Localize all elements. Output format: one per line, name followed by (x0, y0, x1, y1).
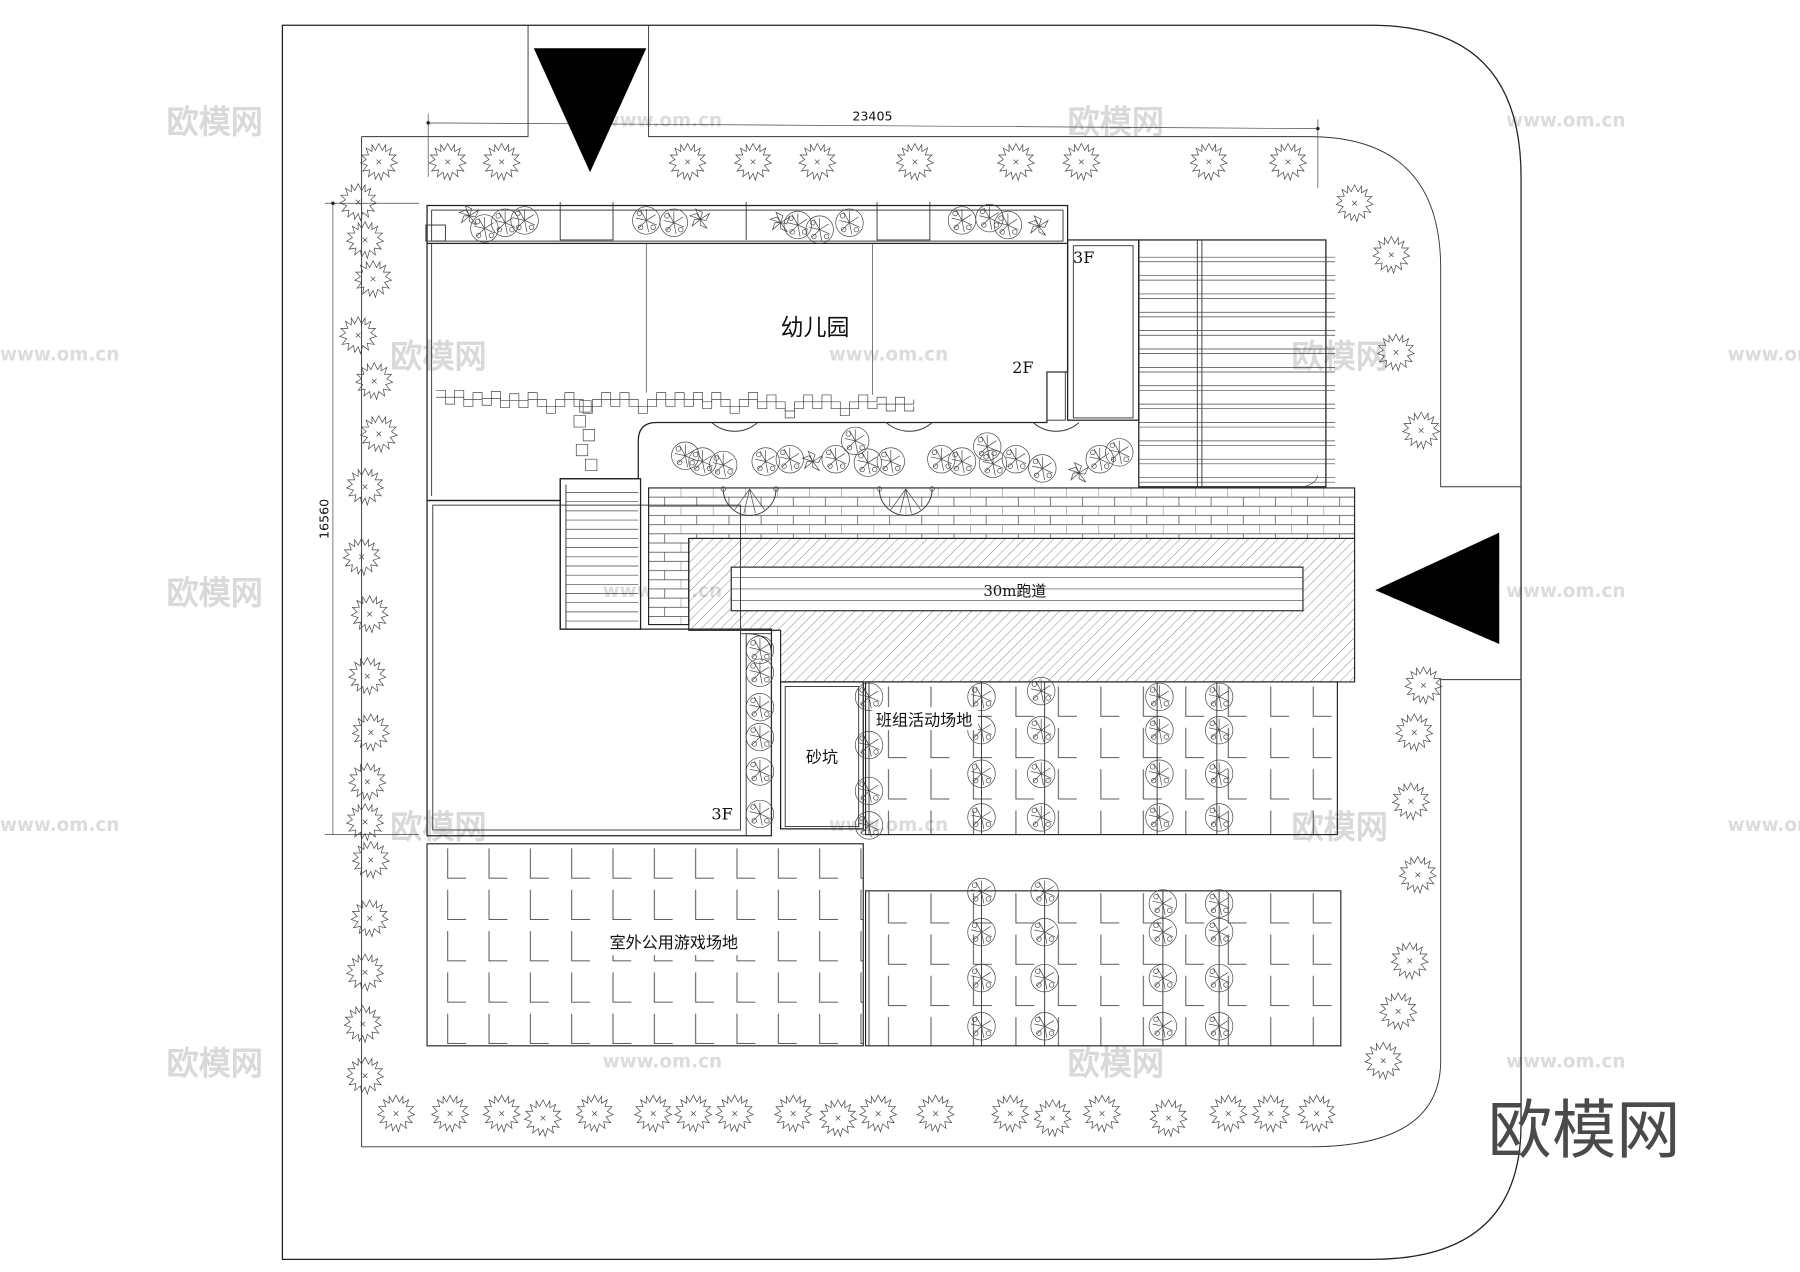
public-play-label: 室外公用游戏场地 (610, 933, 739, 952)
floor-label-3f-north: 3F (1073, 248, 1094, 267)
watermark-url: www.om.cn (603, 1052, 722, 1073)
courtyard-planter (671, 422, 1134, 483)
watermark-brand: 欧模网 (166, 574, 262, 612)
width-dimension-label: 23405 (852, 109, 892, 124)
watermark-brand: 欧模网 (1291, 337, 1387, 375)
watermark-url: www.om.cn (603, 110, 722, 131)
building-title: 幼儿园 (781, 315, 850, 341)
watermark-url: www.om.cn (0, 344, 119, 365)
west-wing-building: 3F (426, 499, 775, 837)
watermark-brand: 欧模网 (1068, 1045, 1164, 1083)
west-stair (559, 478, 642, 630)
floor-label-3f-west: 3F (711, 805, 732, 824)
east-stair-tower: 3F (1066, 239, 1140, 421)
watermark-url: www.om.cn (0, 815, 119, 836)
east-entrance-arrow-icon (1375, 532, 1500, 645)
watermark-url: www.om.cn (829, 344, 948, 365)
class-activity-area: 班组活动场地 (854, 676, 1342, 1047)
watermark-url: www.om.cn (1728, 344, 1800, 365)
watermark-brand: 欧模网 (166, 1045, 262, 1083)
pergola-structure (1138, 239, 1336, 488)
public-play-area: 室外公用游戏场地 (426, 843, 864, 1047)
floor-label-2f: 2F (1012, 358, 1033, 377)
site-boundary (281, 24, 1522, 1260)
watermark-layer: 欧模网 www.om.cn 欧模网 www.om.cn www.om.cn 欧模… (0, 103, 1800, 1082)
watermark-brand: 欧模网 (390, 337, 486, 375)
watermark-url: www.om.cn (1506, 581, 1625, 602)
class-activity-label: 班组活动场地 (876, 711, 972, 730)
sand-pit-label: 砂坑 (806, 747, 838, 766)
watermark-brand: 欧模网 (1068, 103, 1164, 141)
height-dimension-label: 16560 (316, 499, 331, 539)
watermark-url: www.om.cn (1728, 815, 1800, 836)
sand-pit: 砂坑 (779, 681, 864, 830)
watermark-brand: 欧模网 (166, 103, 262, 141)
runway-area: 30m跑道 (688, 537, 1356, 683)
watermark-url: www.om.cn (1506, 110, 1625, 131)
north-wing-building: 幼儿园 2F (425, 202, 1069, 502)
runway-label: 30m跑道 (983, 582, 1046, 600)
brand-watermark-large: 欧模网 (1488, 1094, 1681, 1169)
watermark-brand: 欧模网 (390, 808, 486, 846)
north-entrance-arrow-icon (533, 48, 647, 173)
watermark-url: www.om.cn (1506, 1052, 1625, 1073)
